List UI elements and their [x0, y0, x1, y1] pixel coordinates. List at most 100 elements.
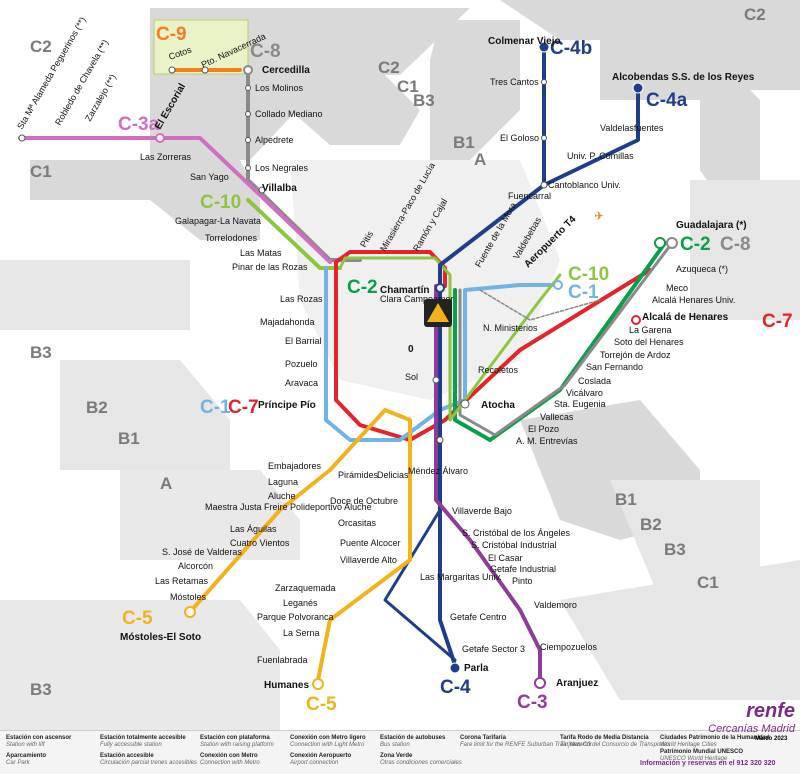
station-label: Las Matas: [240, 248, 282, 258]
line-c4-track: [383, 508, 457, 662]
line-badge-c4a: C-4a: [646, 90, 688, 111]
station-label: Azuqueca (*): [676, 264, 728, 274]
station-label: Méndez Álvaro: [408, 466, 468, 476]
station-label: Getafe Centro: [450, 612, 507, 622]
station-label: Parque Polvoranca: [257, 612, 334, 622]
station-label: San Fernando: [586, 362, 643, 372]
station-label: Puente Alcocer: [340, 538, 401, 548]
edition-date: Marzo 2023: [755, 736, 788, 742]
line-badge-c8-east: C-8: [720, 234, 751, 255]
station-label: Zarzaquemada: [275, 583, 336, 593]
zone-label: C1: [30, 162, 52, 181]
line-c4-track: [438, 45, 546, 667]
line-c5-track: [188, 408, 412, 682]
zone-label: B3: [30, 343, 52, 362]
station-label: Embajadores: [268, 461, 322, 471]
line-badge-c2: C-2: [347, 277, 378, 298]
station-label: Alcorcón: [178, 561, 213, 571]
line-badges: C-9 C-8 C-3a C-10 C-4b C-4a C-2 C-10 C-1…: [118, 24, 793, 715]
line-badge-c7-east: C-7: [762, 311, 793, 332]
line-c4-track: [542, 86, 640, 187]
station-label: Guadalajara (*): [676, 220, 747, 231]
station-label: Univ. P. Comillas: [567, 151, 634, 161]
station-label: Pinar de las Rozas: [232, 262, 308, 272]
info-phone: Información y reservas en el 912 320 320: [640, 760, 776, 767]
line-badge-c4-south: C-4: [440, 677, 471, 698]
renfe-logo: renfe: [746, 700, 795, 722]
line-badge-c1-west: C-1: [200, 397, 231, 418]
line-badge-c1-east: C-1: [568, 282, 599, 303]
station-label: Alcobendas S.S. de los Reyes: [612, 72, 755, 83]
zone-label: B3: [664, 540, 686, 559]
station-label: Pinto: [512, 576, 533, 586]
station-label: Cuatro Vientos: [230, 538, 290, 548]
zone-label: A: [474, 150, 486, 169]
station-label: Maestra Justa Freire Polideportivo Aluch…: [205, 502, 372, 512]
station-label: Sta Mª Alameda Peguerinos (**): [15, 15, 88, 131]
station-label: Meco: [666, 283, 688, 293]
station-label: Alcalá Henares Univ.: [652, 295, 735, 305]
line-badge-c5-south: C-5: [306, 694, 337, 715]
station-label: Aravaca: [285, 378, 318, 388]
line-badge-c5-west: C-5: [122, 608, 153, 629]
zone-label: B3: [30, 680, 52, 699]
station-markers: [18, 41, 678, 690]
line-badge-c3-south: C-3: [517, 692, 548, 713]
station-label: Clara Campoamor: [380, 294, 454, 304]
zone-label: A: [160, 474, 172, 493]
station-label: Leganés: [283, 598, 318, 608]
station-label: Aranjuez: [556, 678, 598, 689]
station-label: S. Cristóbal Industrial: [471, 540, 557, 550]
station-label: Coslada: [578, 376, 611, 386]
line-c10-track: [246, 198, 342, 270]
station-label: Galapagar-La Navata: [175, 216, 261, 226]
line-badge-c4b: C-4b: [550, 38, 592, 59]
station-label: Ciempozuelos: [540, 642, 598, 652]
station-label: Valdelasfuentes: [600, 123, 664, 133]
station-label: Villalba: [262, 183, 297, 194]
zone-label: B1: [615, 490, 637, 509]
line-c7-track: [334, 250, 447, 288]
station-label: Villaverde Bajo: [452, 506, 512, 516]
station-label: Pozuelo: [285, 359, 318, 369]
line-c3-track: [434, 284, 542, 685]
line-badge-c8: C-8: [250, 41, 281, 62]
station-label: 0: [408, 344, 414, 355]
airport-shuttle-link: [479, 289, 601, 321]
station-label: S. José de Valderas: [162, 547, 242, 557]
station-label: Soto del Henares: [614, 337, 684, 347]
station-label: Laguna: [268, 477, 298, 487]
station-label: Fuenlabrada: [257, 655, 308, 665]
zone-label: C2: [744, 5, 766, 24]
station-label: Vallecas: [540, 412, 574, 422]
station-label: San Yago: [190, 172, 229, 182]
line-badge-c9: C-9: [156, 24, 187, 45]
station-label: Tres Cantos: [490, 77, 539, 87]
line-badge-c10-east: C-10: [568, 264, 609, 285]
station-label: Los Negrales: [255, 163, 309, 173]
station-label: Móstoles-El Soto: [120, 632, 201, 643]
zone-label: B2: [86, 398, 108, 417]
station-label: Getafe Sector 3: [462, 644, 525, 654]
station-label: Chamartín: [380, 285, 429, 296]
zone-label: C1: [397, 77, 419, 96]
line-c8-track: [458, 241, 674, 437]
green-zone-box: [153, 19, 249, 75]
station-label: Fuencarral: [508, 191, 551, 201]
station-label: Pirámides: [338, 470, 379, 480]
station-label: Parla: [464, 663, 489, 674]
station-label: Atocha: [481, 400, 515, 411]
station-label: Las Águilas: [230, 524, 277, 534]
station-label: La Garena: [629, 325, 672, 335]
zone-label: C1: [697, 573, 719, 592]
